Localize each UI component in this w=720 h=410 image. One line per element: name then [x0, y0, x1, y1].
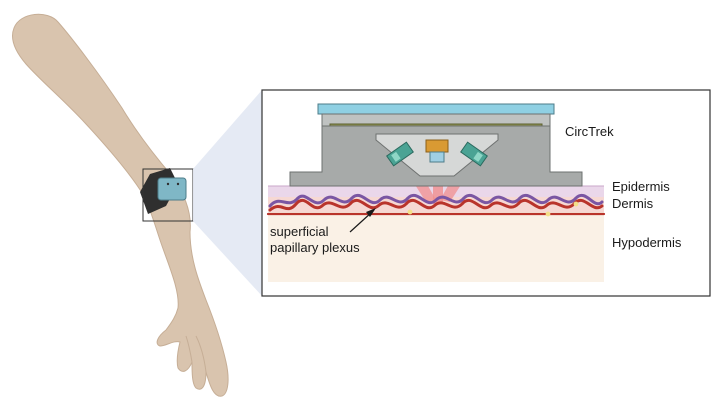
led-left [386, 141, 414, 167]
cell-dot [573, 201, 579, 207]
device-cross-section [289, 103, 583, 187]
inset-panel [261, 89, 711, 297]
device-dot [166, 182, 170, 186]
arm-illustration [12, 13, 229, 397]
led-right [460, 141, 488, 167]
wearable-device [140, 168, 187, 214]
plexus-label-line1: superficial [270, 224, 329, 239]
device-top-glass [317, 103, 555, 115]
dermis-label: Dermis [612, 196, 654, 211]
epidermis-label: Epidermis [612, 179, 670, 194]
plexus-label-line2: papillary plexus [270, 240, 360, 255]
photodetector [425, 139, 449, 153]
finger-lines [185, 335, 207, 373]
plexus-label: superficial papillary plexus [270, 224, 360, 256]
cell-dot [407, 209, 413, 215]
plexus-arrowhead [366, 208, 376, 217]
device-module [157, 177, 187, 201]
hypodermis-layer [268, 210, 604, 282]
device-dot [176, 182, 180, 186]
vein-path [268, 194, 604, 208]
hypodermis-label: Hypodermis [612, 235, 682, 250]
sensor-window [429, 151, 445, 163]
plexus-arrow-line [349, 211, 373, 233]
device-label: CircTrek [565, 124, 614, 139]
zoom-projection [193, 90, 262, 296]
artery-path [268, 198, 604, 212]
cell-dot [545, 211, 551, 217]
